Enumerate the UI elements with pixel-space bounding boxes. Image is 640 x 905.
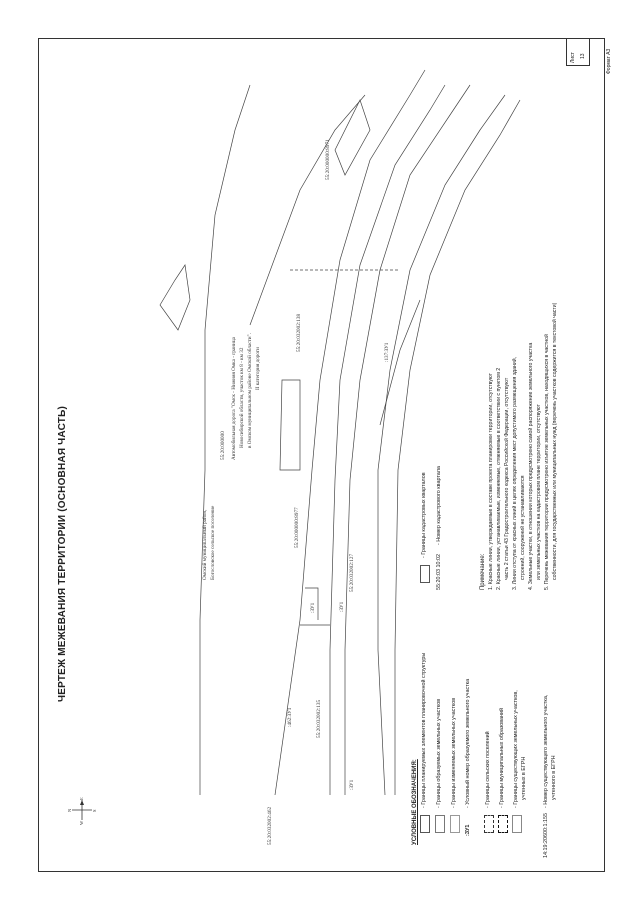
parcel-boundary xyxy=(379,299,421,426)
notes-line: или земельных участков на кадастровом пл… xyxy=(536,404,542,580)
notes-line: строений, сооружений не устанавливаются xyxy=(520,475,526,580)
legend-swatch-changed xyxy=(450,815,460,833)
legend-item: - Границы планируемых элементов планиров… xyxy=(421,652,427,808)
legend-swatch-rural xyxy=(484,815,494,833)
legend-item: - Номер существующего земельного участка… xyxy=(543,694,549,808)
sheet-label: Лист xyxy=(570,52,576,63)
parcel-label: 55:20:032002:135 xyxy=(316,699,322,738)
sheet-number: 13 xyxy=(580,53,586,59)
zu-label: :ЗУ1 xyxy=(349,779,355,790)
notes-line: часть 2 статьи 43 Градостроительного код… xyxy=(504,377,510,580)
parcel-label: 55:20:000000:8971 xyxy=(325,139,331,180)
notes-line: 2. Красные линии, устанавливаемые, измен… xyxy=(496,367,502,590)
legend-swatch-existing xyxy=(512,815,522,833)
parcel-boundary xyxy=(249,94,366,326)
road-label-1: Автомобильная дорога "Омск - Нижняя Омка… xyxy=(231,337,237,460)
legend-item: - Условный номер образуемого земельного … xyxy=(465,678,471,808)
quarter-number-label: 55:20:000000 xyxy=(220,431,226,460)
parcel-boundary xyxy=(334,99,371,176)
page-title: ЧЕРТЕЖ МЕЖЕВАНИЯ ТЕРРИТОРИИ (ОСНОВНАЯ ЧА… xyxy=(57,406,68,702)
legend-item: - Границы образуемых земельных участков xyxy=(436,698,442,808)
notes-line: 5. Перечень межевания территории предусм… xyxy=(544,334,550,590)
road-edge-line xyxy=(377,94,506,796)
zu-label: :462:ЗУ1 xyxy=(287,707,293,727)
legend-swatch-quarters xyxy=(420,565,430,583)
legend-heading: УСЛОВНЫЕ ОБОЗНАЧЕНИЯ: xyxy=(412,759,418,845)
legend-item: - Границы муниципальных образований xyxy=(499,707,505,808)
road-edge-line xyxy=(329,84,446,795)
compass-south-label: S xyxy=(92,809,97,812)
road-edge-line xyxy=(274,69,426,796)
sheet-number-box: Лист 13 xyxy=(566,38,590,66)
legend-item: - Границы изменяемых земельных участков xyxy=(451,697,457,808)
zu-label: :ЗУ1 xyxy=(339,601,345,612)
compass-north-label: N xyxy=(67,808,72,812)
parcel-label: 55:20:000000:8977 xyxy=(294,507,300,548)
legend-swatch-formed xyxy=(435,815,445,833)
road-label-2: Новосибирской области, участок км 8 - км… xyxy=(239,347,245,448)
parcel-label: 55:20:032002:127 xyxy=(349,553,355,592)
district-label-1: Омский муниципальный район, xyxy=(202,509,208,580)
format-label: Формат А3 xyxy=(606,48,612,74)
parcel-boundary xyxy=(199,84,251,795)
parcel-label: 55:20:032002:138 xyxy=(296,313,302,352)
legend-col2-number: 55:20:03 10:02 xyxy=(436,554,442,590)
road-edge-line xyxy=(394,99,521,795)
parcel-boundary xyxy=(305,587,319,620)
zu-label: :ЗУ1 xyxy=(310,602,316,613)
legend-swatch-municipal xyxy=(498,815,508,833)
zu-label: :137:ЗУ1 xyxy=(384,342,390,362)
compass-east-label: E xyxy=(79,797,84,800)
compass-icon xyxy=(72,800,92,820)
road-label-3: в Омском муниципальном районе Омской обл… xyxy=(247,333,253,448)
legend-swatch-planning xyxy=(420,815,430,833)
notes-line: 1. Красные линии, утверждаемые в составе… xyxy=(488,372,494,590)
parcel-label: 55:20:032002:462 xyxy=(267,806,273,845)
legend-col2-item: - Границы кадастровых кварталов xyxy=(421,472,427,558)
parcel-boundary xyxy=(279,379,301,471)
drawing-frame xyxy=(38,38,605,872)
legend-item: - Границы сельских поселений xyxy=(485,731,491,808)
compass-west-label: W xyxy=(79,820,84,825)
legend-item: учтенных в ЕГРН xyxy=(521,756,527,800)
district-label-2: Богословское сельское поселение xyxy=(210,505,216,580)
road-label-4: II категория дороги xyxy=(255,347,261,390)
legend-item: учтенного в ЕГРН xyxy=(551,755,557,800)
legend-col2-item: - Номер кадастрового квартала xyxy=(436,466,442,545)
notes-heading: Примечание: xyxy=(480,553,486,590)
notes-line: собственности, для государственных или м… xyxy=(552,302,558,580)
road-edge-line xyxy=(344,84,471,795)
legend-ex-number: 14:19:20600:1:155 xyxy=(543,813,549,858)
legend-zu-symbol: :ЗУ1 xyxy=(465,824,471,836)
notes-line: 3. Линии отступа от красных линий в целя… xyxy=(512,356,518,590)
parcel-boundary xyxy=(159,264,191,331)
legend-item: - Границы существующих земельных участко… xyxy=(513,690,519,808)
notes-line: 4. Земельные участки, в отношении которы… xyxy=(528,342,534,590)
